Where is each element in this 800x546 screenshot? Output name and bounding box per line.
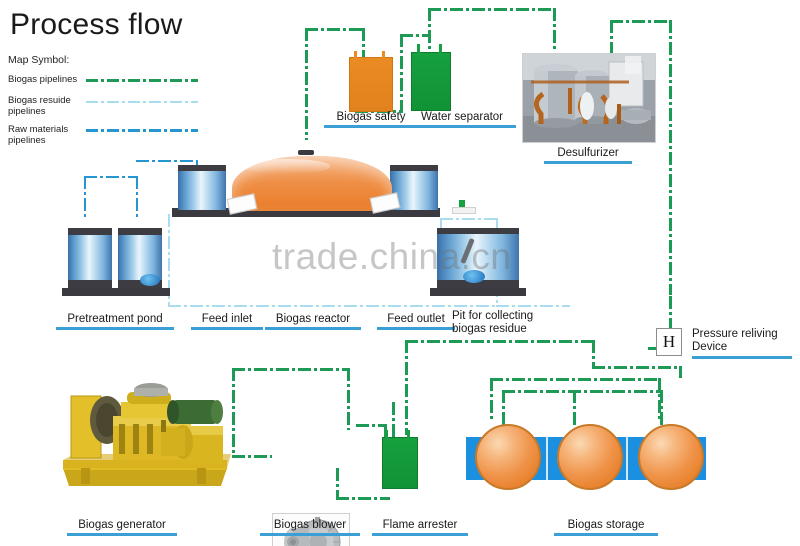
pressure-relieving-label: Pressure reliving Device [692, 328, 796, 359]
biogas-storage-sphere[interactable] [638, 424, 704, 490]
pretreatment-tank-right[interactable] [118, 228, 162, 289]
legend-label: Biogas resuide pipelines [8, 95, 71, 117]
flame-arrester-label: Flame arrester [363, 519, 477, 536]
water-separator-unit[interactable] [411, 44, 451, 111]
pipe-residue-horizontal [168, 305, 498, 307]
pipe-biogas-vertical [336, 468, 339, 499]
flame-arrester-unit[interactable] [382, 430, 418, 489]
desulfurizer-label: Desulfurizer [522, 147, 654, 164]
feed-inlet-label: Feed inlet [180, 313, 274, 330]
pipe-biogas-vertical [502, 390, 505, 428]
page-title: Process flow [10, 8, 183, 41]
biogas-safety-label: Biogas safety [316, 111, 426, 128]
map-symbol-legend: Map Symbol: Biogas pipelines Biogas resu… [8, 54, 198, 153]
pipe-raw-horizontal [136, 160, 198, 162]
desulfurizer-photo [522, 53, 656, 143]
pipe-biogas-vertical [660, 390, 663, 428]
reactor-top-valve [298, 150, 314, 156]
pipe-biogas-horizontal [305, 28, 365, 31]
pipe-biogas-vertical [669, 296, 672, 348]
pipe-biogas-horizontal [502, 390, 662, 393]
pipe-biogas-horizontal [405, 340, 595, 343]
biogas-storage-sphere[interactable] [557, 424, 623, 490]
pipe-raw-vertical [136, 176, 138, 218]
biogas-reactor-label: Biogas reactor [258, 313, 368, 330]
legend-swatch-biogas [86, 76, 198, 86]
pipe-biogas-horizontal [400, 34, 430, 37]
legend-label: Biogas pipelines [8, 74, 78, 85]
biogas-blower-label: Biogas blower [246, 519, 374, 536]
pipe-biogas-vertical [392, 402, 395, 438]
pipe-biogas-vertical [553, 8, 556, 50]
pipe-biogas-vertical [490, 378, 493, 420]
pipe-biogas-horizontal [490, 378, 660, 381]
legend-swatch-residue [86, 97, 198, 107]
pipe-biogas-vertical [362, 28, 365, 61]
pipe-biogas-vertical [400, 34, 403, 112]
pipe-biogas-vertical [658, 378, 661, 420]
pipe-biogas-horizontal [232, 368, 350, 371]
pipe-residue-vertical [168, 214, 170, 306]
pipe-raw-horizontal [84, 176, 138, 178]
pretreatment-pond-label: Pretreatment pond [50, 313, 180, 330]
legend-label: Raw materials pipelines [8, 124, 69, 146]
pipe-biogas-vertical [573, 390, 576, 428]
pipe-biogas-horizontal [610, 20, 672, 23]
pretreatment-platform [62, 288, 170, 296]
pipe-biogas-vertical [405, 340, 408, 435]
feed-outlet-label: Feed outlet [368, 313, 464, 330]
legend-swatch-raw [86, 126, 198, 136]
pipe-residue-horizontal [440, 218, 498, 220]
legend-item-biogas-residue-pipelines: Biogas resuide pipelines [8, 95, 198, 117]
pipe-biogas-vertical [232, 368, 235, 457]
pipe-residue-horizontal [496, 305, 570, 307]
pipe-biogas-horizontal [232, 455, 272, 458]
pipe-biogas-vertical [610, 20, 613, 54]
pipe-biogas-vertical [347, 368, 350, 430]
reactor-outlet-valve [452, 200, 476, 214]
biogas-storage-sphere[interactable] [475, 424, 541, 490]
legend-heading: Map Symbol: [8, 54, 70, 66]
pretreatment-tank-left[interactable] [68, 228, 112, 289]
watermark: trade.china.cn [272, 236, 512, 277]
biogas-safety-unit[interactable] [349, 51, 393, 112]
pressure-relieving-symbol-text: H [662, 332, 676, 351]
feed-inlet-tank[interactable] [178, 165, 226, 210]
pipe-biogas-vertical [592, 340, 595, 368]
pipe-raw-vertical [84, 176, 86, 218]
legend-item-raw-materials-pipelines: Raw materials pipelines [8, 124, 198, 146]
water-separator-label: Water separator [400, 111, 524, 128]
pipe-biogas-horizontal [428, 8, 556, 11]
pipe-biogas-horizontal [356, 424, 386, 427]
biogas-generator-photo [55, 368, 235, 493]
residue-pit-tank[interactable] [437, 228, 519, 289]
pipe-biogas-horizontal [336, 497, 390, 500]
pipe-biogas-vertical [305, 28, 308, 140]
biogas-storage-label: Biogas storage [542, 519, 670, 536]
pipe-biogas-vertical [679, 366, 682, 378]
reactor-platform [172, 208, 440, 217]
residue-pit-label: Pit for collecting biogas residue [452, 310, 534, 335]
legend-item-biogas-pipelines: Biogas pipelines [8, 74, 198, 88]
pipe-biogas-vertical [428, 8, 431, 62]
residue-pit-platform [430, 288, 526, 296]
pipe-biogas-horizontal [592, 366, 682, 369]
pipe-residue-vertical [440, 218, 442, 230]
pipe-biogas-vertical [669, 20, 672, 295]
pressure-relieving-symbol[interactable]: H [656, 328, 682, 356]
biogas-generator-label: Biogas generator [52, 519, 192, 536]
